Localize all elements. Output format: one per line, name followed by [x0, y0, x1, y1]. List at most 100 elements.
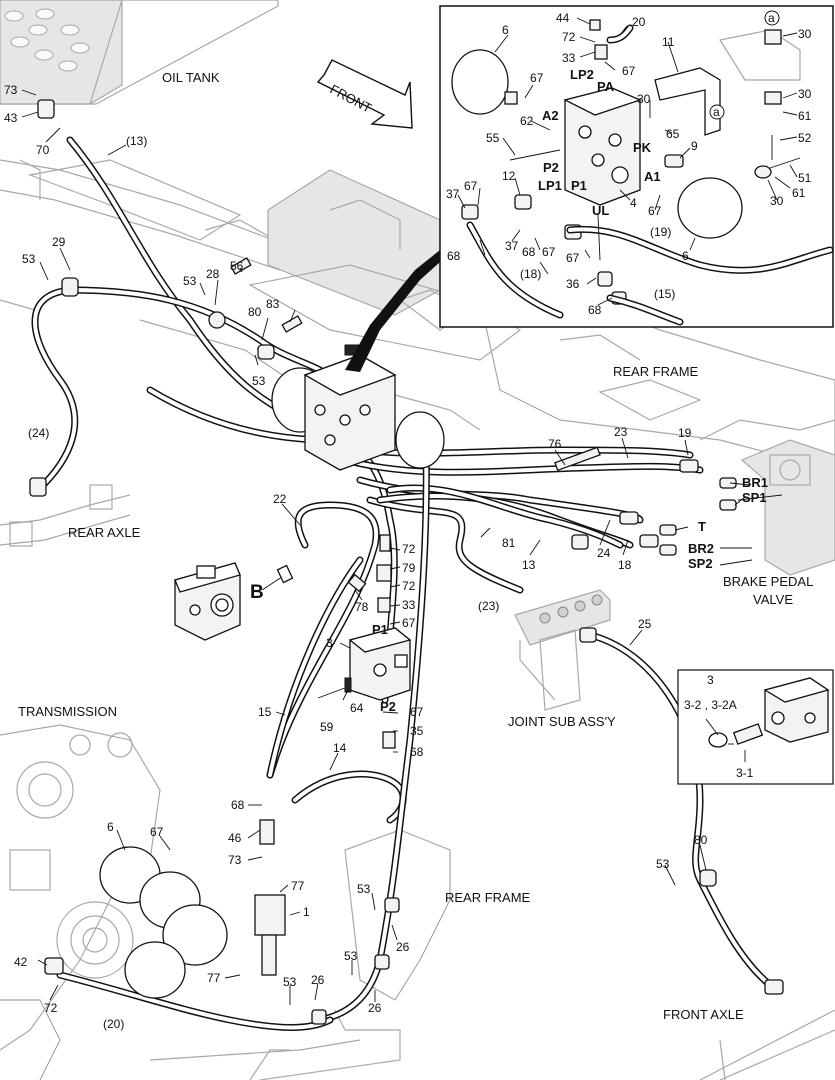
- callout: 25: [638, 617, 652, 631]
- callout: 68: [231, 798, 245, 812]
- callout: 37: [505, 239, 519, 253]
- callout: 78: [355, 600, 369, 614]
- accumulators-lower: [99, 819, 286, 999]
- callout: 12: [502, 169, 516, 183]
- callout: 61: [792, 186, 806, 200]
- callout: 76: [548, 437, 562, 451]
- view-b-block: [174, 562, 294, 641]
- callout: 30: [770, 194, 784, 208]
- front-axle-outline: [699, 1009, 835, 1080]
- rear-axle-outline: [0, 484, 131, 547]
- callout: 79: [402, 561, 416, 575]
- callout: 29: [52, 235, 66, 249]
- port-p1: P1: [372, 622, 388, 637]
- brake-pedal-label-2: VALVE: [753, 592, 793, 607]
- port-br2: BR2: [688, 541, 714, 556]
- callout: 26: [368, 1001, 382, 1015]
- callout: (24): [28, 426, 49, 440]
- callout: (23): [478, 599, 499, 613]
- callout: 1: [303, 905, 310, 919]
- port-a2: A2: [542, 108, 559, 123]
- callout: 37: [446, 187, 460, 201]
- hose-core: [608, 26, 632, 42]
- hose-core: [268, 503, 379, 777]
- hose-core: [68, 288, 322, 372]
- callout: 67: [402, 616, 416, 630]
- port-a1: A1: [644, 169, 661, 184]
- hose-core: [568, 227, 832, 273]
- callout: 46: [228, 831, 242, 845]
- hose-core: [318, 418, 429, 1022]
- callout: 53: [357, 882, 371, 896]
- callout: 80: [694, 833, 708, 847]
- port-br1: BR1: [742, 475, 768, 490]
- callout: 62: [520, 114, 534, 128]
- callout: 67: [410, 705, 424, 719]
- callout: 67: [530, 71, 544, 85]
- callout: 72: [402, 542, 416, 556]
- lower-frame-outline: [149, 829, 451, 1080]
- brake-pedal-label-1: BRAKE PEDAL: [723, 574, 813, 589]
- brake-pedal-valve-outline: [699, 419, 835, 576]
- hose-core: [33, 288, 77, 492]
- circle-a-bracket: a: [713, 105, 720, 119]
- hose-core: [608, 296, 682, 324]
- callout: 68: [447, 249, 461, 263]
- fittings-main: [29, 99, 784, 1025]
- detail-inset-top: [345, 5, 834, 372]
- callout: 3: [707, 673, 714, 687]
- port-ul: UL: [592, 203, 609, 218]
- hose-core: [368, 498, 522, 592]
- callout: (20): [103, 1017, 124, 1031]
- callout: 72: [562, 30, 576, 44]
- port-p2-lower: P2: [380, 699, 396, 714]
- callout: 30: [637, 92, 651, 106]
- callout: 53: [656, 857, 670, 871]
- callout: 53: [283, 975, 297, 989]
- callout: 6: [682, 249, 689, 263]
- hose-core: [588, 633, 772, 987]
- callout: 35: [410, 724, 424, 738]
- callout: 14: [333, 741, 347, 755]
- port-p2: P2: [543, 160, 559, 175]
- callout: 56: [230, 259, 244, 273]
- callout: 72: [44, 1001, 58, 1015]
- callout: 30: [798, 27, 812, 41]
- callout: 77: [207, 971, 221, 985]
- transmission-label: TRANSMISSION: [18, 704, 117, 719]
- callout: 33: [402, 598, 416, 612]
- rear-frame-bottom-label: REAR FRAME: [445, 890, 531, 905]
- callout: 70: [36, 143, 50, 157]
- callout: 30: [798, 87, 812, 101]
- callout: 67: [622, 64, 636, 78]
- hose-tube: [291, 770, 407, 824]
- callout: 26: [311, 973, 325, 987]
- callout: (18): [520, 267, 541, 281]
- callout: 64: [350, 701, 364, 715]
- callout: 53: [344, 949, 358, 963]
- callout: 68: [410, 745, 424, 759]
- callout: 33: [562, 51, 576, 65]
- callout: 72: [402, 579, 416, 593]
- callout: 3-2 , 3-2A: [684, 698, 737, 712]
- callout: 11: [662, 35, 675, 49]
- leader-lines: [21, 17, 798, 1005]
- hose-tube: [31, 286, 79, 494]
- callout: 22: [273, 492, 287, 506]
- rear-axle-label: REAR AXLE: [68, 525, 141, 540]
- callout: 44: [556, 11, 570, 25]
- area-labels: OIL TANK REAR FRAME REAR AXLE TRANSMISSI…: [18, 70, 813, 1022]
- port-sp2: SP2: [688, 556, 713, 571]
- callout: 6: [502, 23, 509, 37]
- callout: 67: [648, 204, 662, 218]
- callout: 28: [206, 267, 220, 281]
- port-pa: PA: [597, 79, 615, 94]
- callout: 18: [618, 558, 632, 572]
- callout: 61: [798, 109, 812, 123]
- callout: 3: [326, 636, 333, 650]
- callout-numbers: 44 20 72 33 67 11 30 30 61 52 51 61 30 3…: [4, 11, 812, 1031]
- front-direction-arrow: FRONT: [316, 59, 413, 129]
- circle-a-markers: a a: [709, 10, 780, 120]
